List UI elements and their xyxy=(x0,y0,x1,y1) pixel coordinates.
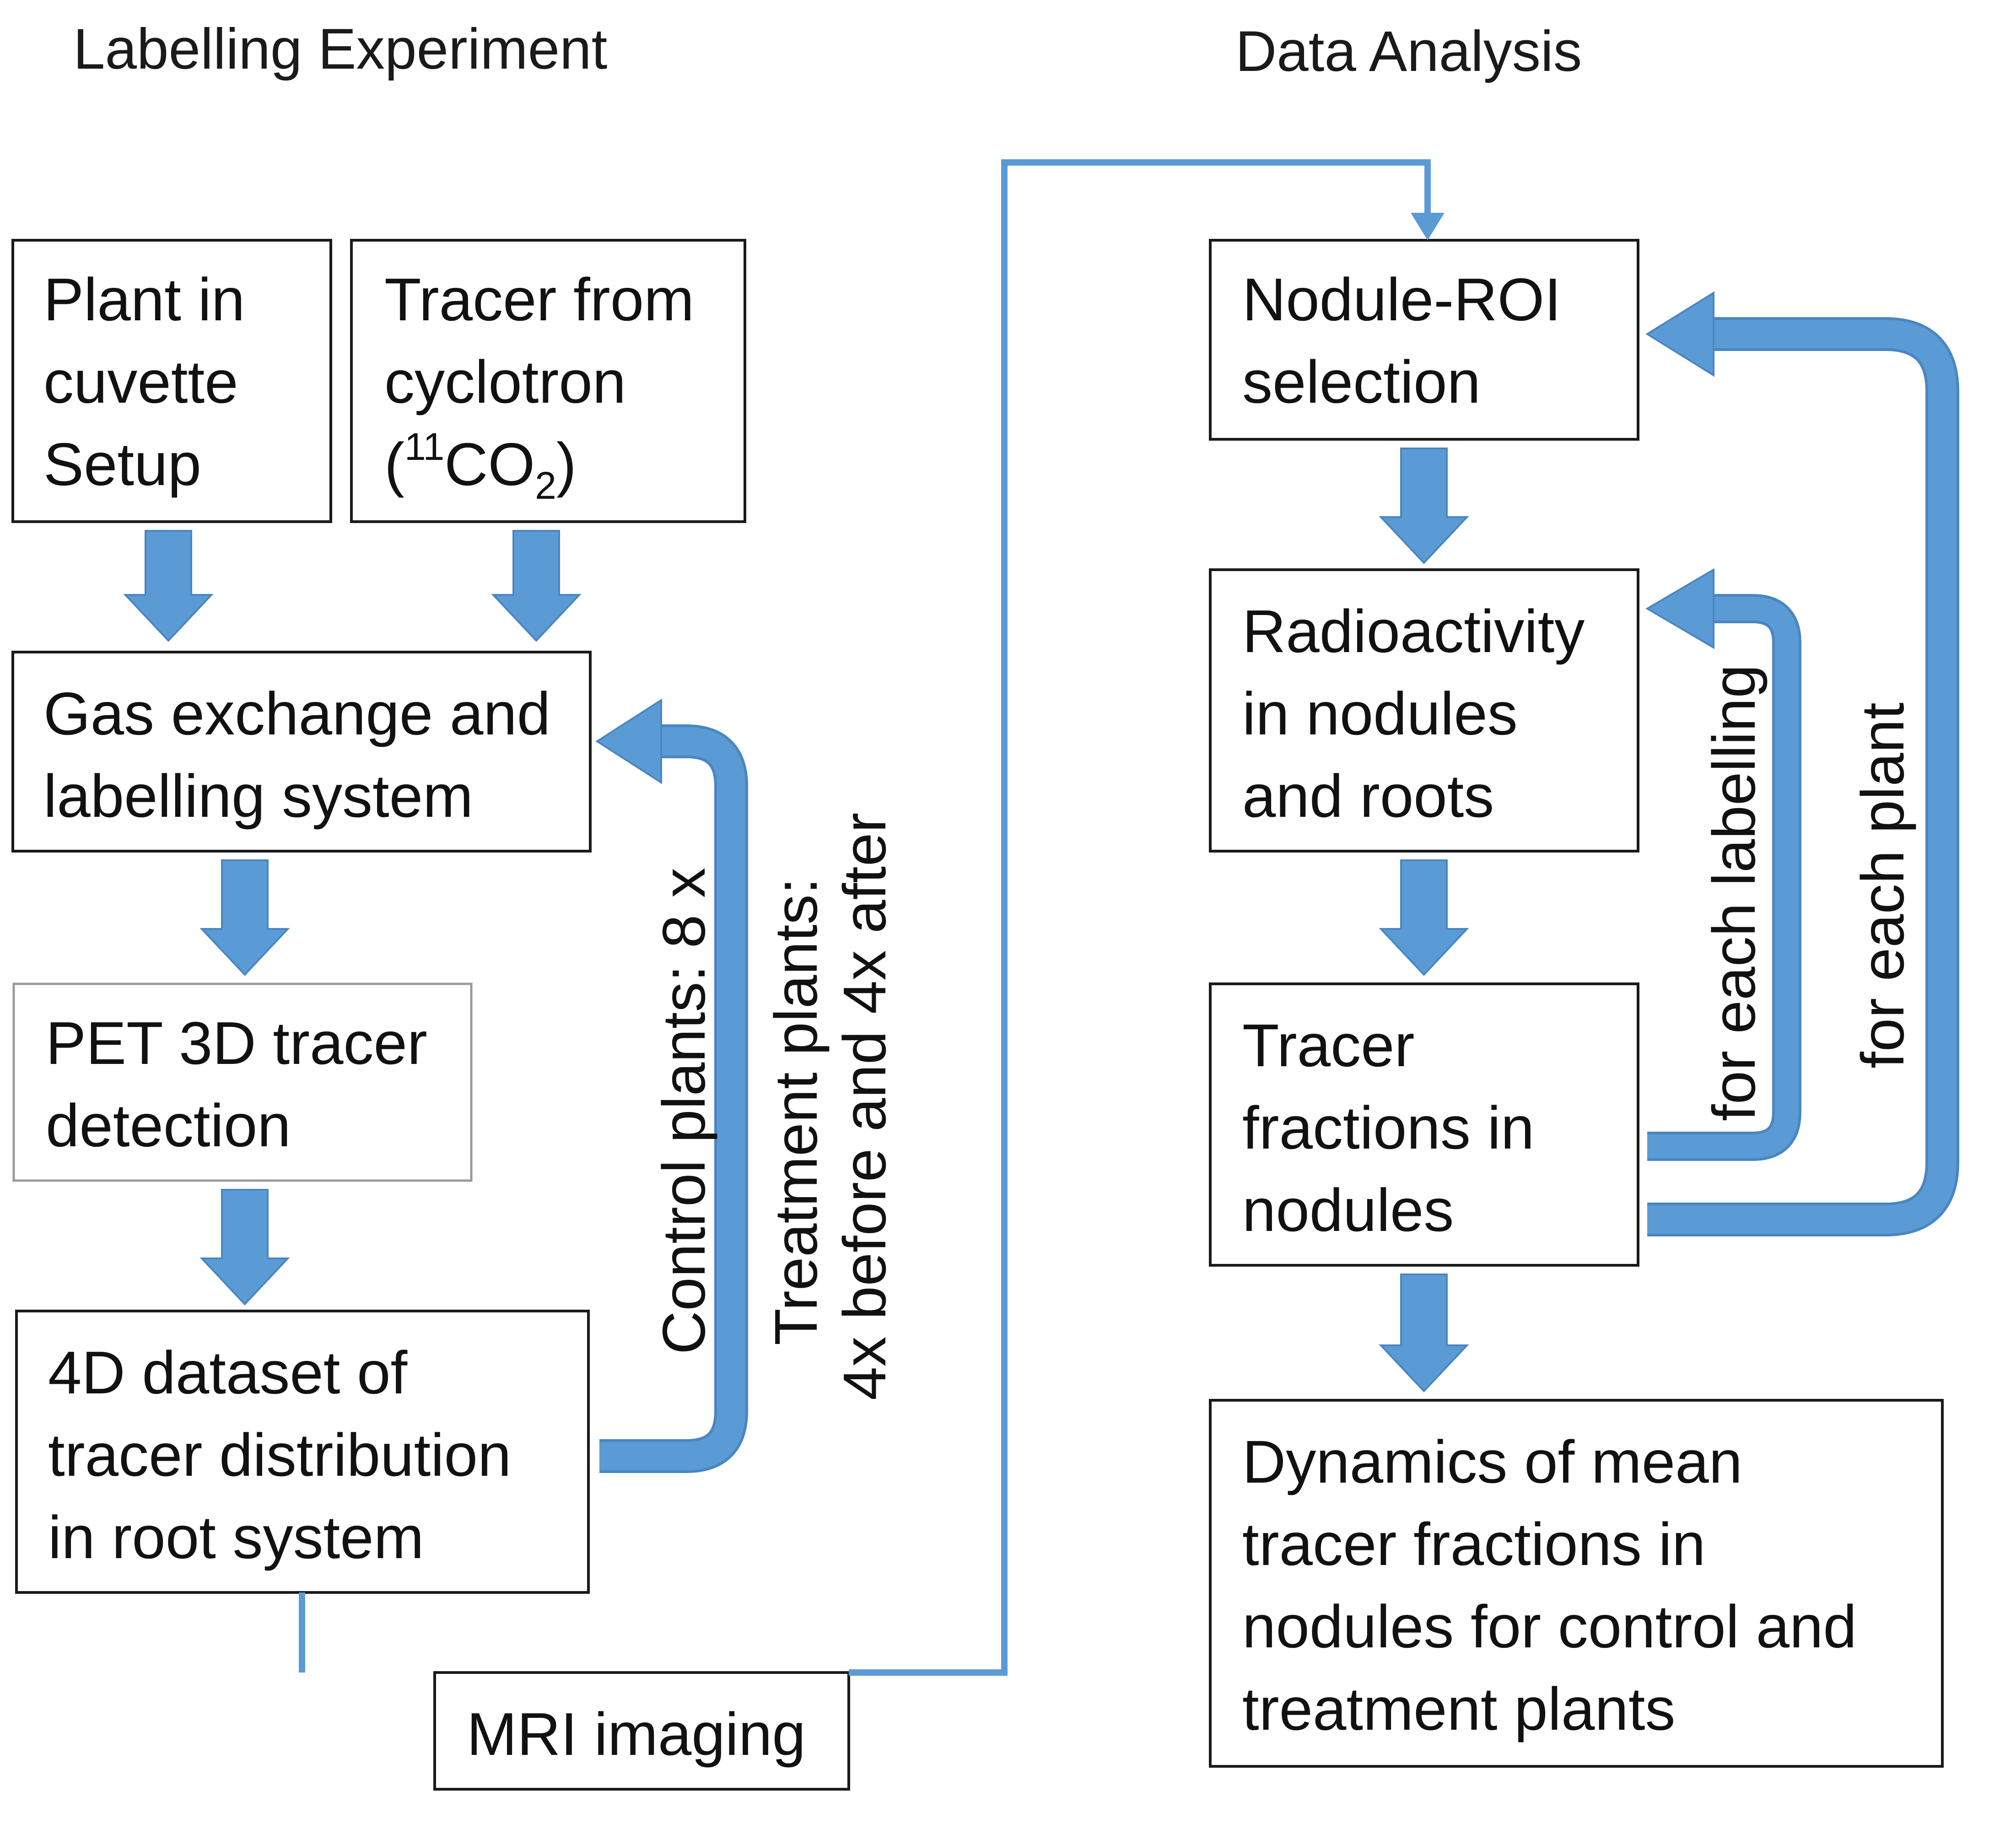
roi-entry-arrowhead xyxy=(1411,213,1445,240)
gas-box-line-2: labelling system xyxy=(43,762,473,830)
control-plants-label: Control plants: 8 x xyxy=(650,868,717,1355)
mri-imaging-box xyxy=(433,1671,850,1791)
plant-in-cuvette-box xyxy=(11,239,332,523)
fractions-line-1: Tracer xyxy=(1242,1012,1414,1079)
radioactivity-line-2: in nodules xyxy=(1242,680,1518,747)
tracer-box-line-1: Tracer from xyxy=(384,266,694,333)
arrow-tracer-to-gas xyxy=(491,530,582,642)
dataset-box-line-2: tracer distribution xyxy=(48,1421,511,1489)
dynamics-line-3: nodules for control and xyxy=(1242,1593,1857,1660)
dynamics-line-4: treatment plants xyxy=(1242,1675,1676,1743)
tracer-close-paren: ) xyxy=(556,431,577,498)
pet-box-line-2: detection xyxy=(46,1092,291,1159)
arrow-fractions-to-dynamics xyxy=(1379,1274,1469,1392)
dataset-box-line-1: 4D dataset of xyxy=(48,1339,407,1406)
plant-box-line-1: Plant in xyxy=(43,266,245,333)
dataset-box-line-3: in root system xyxy=(48,1504,424,1571)
gas-box-line-1: Gas exchange and xyxy=(43,680,550,747)
dynamics-box xyxy=(1209,1399,1944,1768)
control-loop-arrowhead xyxy=(595,698,662,784)
arrow-roi-to-radioactivity xyxy=(1379,448,1469,564)
tracer-open-paren: ( xyxy=(384,431,404,498)
plant-box-line-2: cuvette xyxy=(43,348,238,416)
tracer-from-cyclotron-box xyxy=(350,239,746,523)
nodule-roi-line-2: selection xyxy=(1242,348,1481,416)
dynamics-line-1: Dynamics of mean xyxy=(1242,1428,1742,1495)
each-labelling-arrowhead xyxy=(1645,568,1714,649)
radioactivity-line-1: Radioactivity xyxy=(1242,598,1585,665)
4d-dataset-box xyxy=(15,1310,590,1594)
for-each-labelling-label: for each labelling xyxy=(1700,664,1768,1121)
treatment-plants-label: Treatment plants: xyxy=(762,878,830,1345)
treatment-schedule-label: 4x before and 4x after xyxy=(831,813,898,1400)
arrow-radioactivity-to-fractions xyxy=(1379,859,1469,976)
for-each-plant-label: for each plant xyxy=(1849,702,1916,1068)
nodule-roi-line-1: Nodule-ROI xyxy=(1242,266,1561,333)
mri-box-label: MRI imaging xyxy=(467,1700,806,1768)
tracer-subscript: 2 xyxy=(535,464,556,507)
radioactivity-line-3: and roots xyxy=(1242,762,1494,830)
tracer-isotope-superscript: 11 xyxy=(404,425,444,468)
mri-connector-line-right xyxy=(849,159,1431,1676)
fractions-line-3: nodules xyxy=(1242,1176,1454,1244)
data-analysis-title: Data Analysis xyxy=(1235,20,1582,83)
tracer-box-line-2: cyclotron xyxy=(384,348,626,416)
arrow-gas-to-pet xyxy=(199,859,290,976)
gas-exchange-box xyxy=(11,651,592,853)
tracer-fractions-box xyxy=(1209,982,1639,1267)
labelling-experiment-title: Labelling Experiment xyxy=(73,17,607,81)
nodule-roi-box xyxy=(1209,239,1639,441)
pet-box-line-1: PET 3D tracer xyxy=(46,1009,427,1077)
plant-box-line-3: Setup xyxy=(43,431,201,498)
dynamics-line-2: tracer fractions in xyxy=(1242,1511,1705,1578)
fractions-line-2: fractions in xyxy=(1242,1094,1534,1161)
arrow-plant-to-gas xyxy=(123,530,214,642)
tracer-box-line-3: (11CO2) xyxy=(384,425,577,507)
pet-detection-box xyxy=(12,982,473,1182)
each-plant-arrowhead xyxy=(1645,291,1714,377)
tracer-formula: CO xyxy=(444,431,535,498)
radioactivity-box xyxy=(1209,568,1639,853)
arrow-pet-to-dataset xyxy=(199,1189,290,1306)
